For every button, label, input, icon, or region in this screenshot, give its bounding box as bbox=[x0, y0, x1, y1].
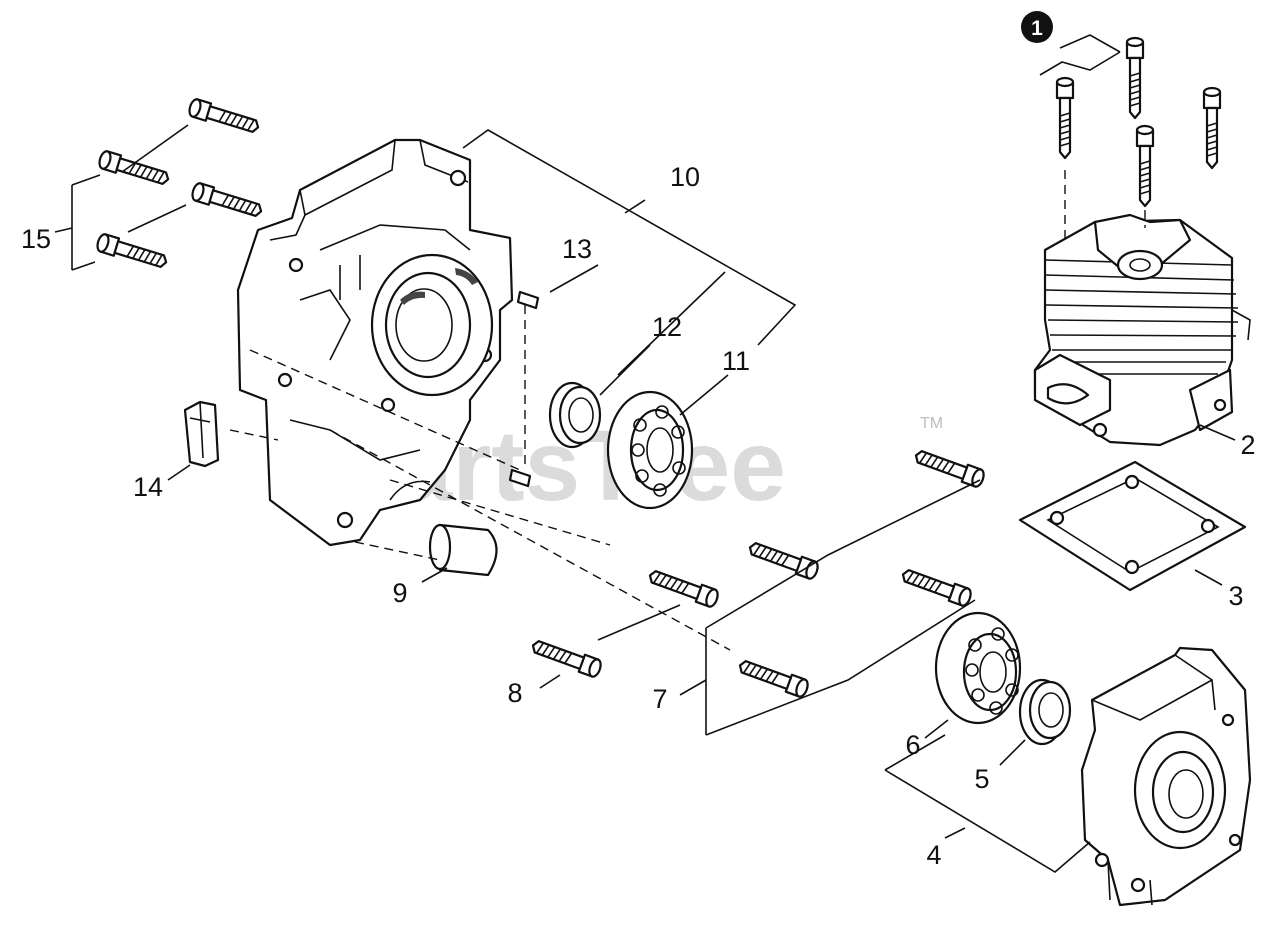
gasket bbox=[1018, 460, 1247, 592]
callout-9: 9 bbox=[392, 578, 407, 608]
oil-seal-12 bbox=[548, 381, 602, 449]
callout-11: 11 bbox=[722, 346, 750, 376]
svg-text:1: 1 bbox=[1031, 17, 1043, 40]
callout-8: 8 bbox=[507, 678, 522, 708]
crankcase-right-half bbox=[1080, 646, 1252, 907]
callout-6: 6 bbox=[905, 730, 920, 760]
cylinder bbox=[1033, 213, 1251, 447]
crankcase-left-half bbox=[236, 138, 514, 547]
clip-14 bbox=[183, 400, 220, 468]
oil-seal-5 bbox=[1018, 678, 1072, 746]
bearing-6 bbox=[934, 611, 1022, 725]
plug-9 bbox=[428, 523, 498, 577]
callout-10: 10 bbox=[670, 162, 700, 192]
bearing-11 bbox=[606, 390, 694, 510]
callout-4: 4 bbox=[926, 840, 941, 870]
bolts-8 bbox=[528, 565, 721, 680]
callout-15: 15 bbox=[21, 224, 51, 254]
callout-5: 5 bbox=[974, 764, 989, 794]
bolts-15 bbox=[94, 96, 265, 273]
callout-3: 3 bbox=[1228, 581, 1243, 611]
bolts-1 bbox=[1055, 36, 1222, 208]
callout-badge-1: 1 bbox=[1021, 11, 1053, 43]
watermark-tm: TM bbox=[920, 415, 943, 432]
callout-7: 7 bbox=[652, 684, 667, 714]
dowel-pin-13 bbox=[508, 290, 540, 488]
leader-lines bbox=[54, 34, 1236, 873]
callout-14: 14 bbox=[133, 472, 163, 502]
callout-2: 2 bbox=[1240, 430, 1255, 460]
callout-13: 13 bbox=[562, 234, 592, 264]
callout-numbers: 2 3 4 5 6 7 8 9 10 11 12 13 14 15 bbox=[21, 162, 1256, 870]
alignment-lines bbox=[229, 170, 1146, 651]
callout-12: 12 bbox=[652, 312, 682, 342]
